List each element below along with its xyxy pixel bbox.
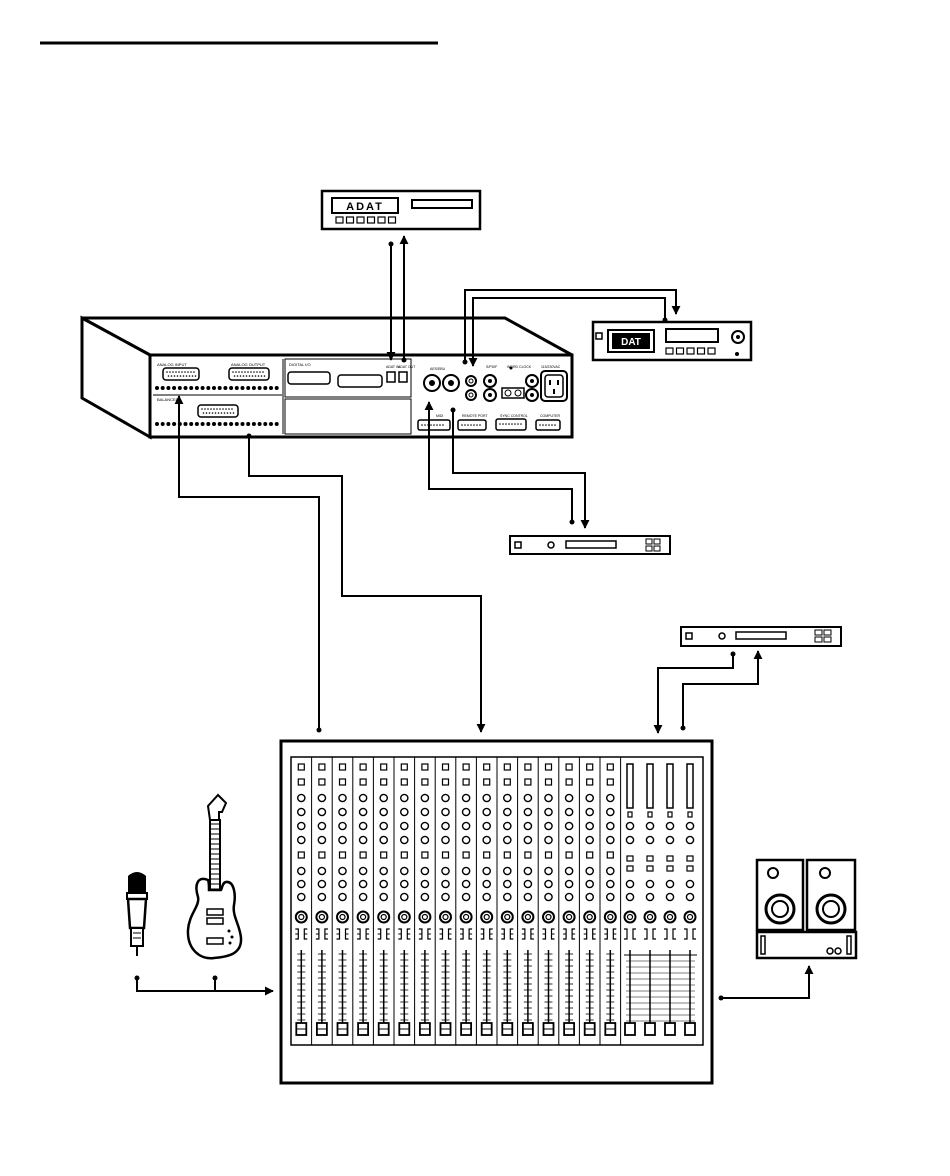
dat-transport-button [698,348,705,354]
effects-processor-lower [681,627,841,646]
digital-io-dsub-right [338,375,382,387]
analog-jack [218,422,222,426]
dat-recorder: DAT [593,322,751,360]
analog-jack [252,386,256,390]
analog-jack [189,386,193,390]
panel-label-digital-io: DIGITAL I/O [289,362,311,367]
power-amplifier-icon [757,932,856,958]
dat-transport-button [677,348,684,354]
adat-transport-button [378,217,385,223]
cable-instruments-to-mixer [137,978,273,991]
panel-label-spdif: S/PDIF [486,365,497,369]
analog-jack [235,386,239,390]
analog-jack [246,386,250,390]
analog-jack [229,386,233,390]
analog-jack [229,422,233,426]
analog-jack [201,386,205,390]
analog-input-dsub [163,368,199,380]
analog-jack [172,386,176,390]
dat-label: DAT [621,337,641,348]
dat-transport-button [687,348,694,354]
analog-jack [235,422,239,426]
electric-guitar-icon [188,795,241,958]
analog-jack [206,422,210,426]
dat-transport-button [708,348,715,354]
adat-transport-button [389,217,396,223]
analog-jack [166,422,170,426]
panel-label-power: 115/230VAC [541,365,561,369]
analog-jack [212,422,216,426]
panel-label-remote-port: REMOTE PORT [462,414,488,418]
analog-jack [258,422,262,426]
audio-interface-rear-panel: ANALOG INPUT ANALOG OUTPUT BALANCED DIGI… [82,318,572,437]
adat-transport-button [336,217,343,223]
analog-jack [195,386,199,390]
panel-label-analog-in: ANALOG INPUT [157,362,187,367]
adat-transport-button [347,217,354,223]
cable-mixer-to-amplifier [721,966,809,998]
panel-label-balanced: BALANCED [157,397,179,402]
effects-processor-upper [510,536,670,554]
analog-jack [223,386,227,390]
analog-jack [252,422,256,426]
analog-jack [184,386,188,390]
analog-jack [161,422,165,426]
dat-transport-button [666,348,673,354]
cable-mixer-to-processor [683,651,758,728]
analog-jack [269,422,273,426]
digital-io-dsub-left [288,372,330,384]
analog-jack [218,386,222,390]
adat-transport-button [368,217,375,223]
analog-jack [172,422,176,426]
analog-jack [206,386,210,390]
adat-transport-button [357,217,364,223]
analog-jack [275,386,279,390]
analog-jack [275,422,279,426]
analog-jack [195,422,199,426]
panel-label-sync-control: SYNC CONTROL [500,414,528,418]
panel-label-computer: COMPUTER [540,414,561,418]
analog-jack [246,422,250,426]
analog-jack [258,386,262,390]
analog-jack [241,386,245,390]
analog-jack [201,422,205,426]
cable-interface-to-mixer [249,436,481,732]
analog-jack [166,386,170,390]
microphone-icon [127,872,147,956]
analog-jack [178,386,182,390]
analog-jack [212,386,216,390]
panel-label-adat-out: ADAT OUT [398,365,416,369]
analog-jack [189,422,193,426]
adat-recorder: ADAT [322,191,480,229]
adat-label: ADAT [346,201,384,213]
analog-jack [161,386,165,390]
analog-jack [223,422,227,426]
panel-label-midi: MIDI [436,414,443,418]
analog-jack [241,422,245,426]
balanced-dsub [198,405,238,417]
analog-jack [155,386,159,390]
cable-processor-to-mixer [658,654,733,733]
panel-label-aes-ebu: AES/EBU [430,367,446,371]
analog-jack [155,422,159,426]
analog-jack [269,386,273,390]
mixing-console [281,741,712,1083]
analog-output-dsub [229,368,269,380]
adat-optical-out-port [399,372,407,382]
analog-jack [184,422,188,426]
analog-jack [263,422,267,426]
studio-monitor-speakers-icon [757,860,855,930]
analog-jack [263,386,267,390]
panel-label-analog-out: ANALOG OUTPUT [231,362,266,367]
adat-optical-in-port [387,372,395,382]
